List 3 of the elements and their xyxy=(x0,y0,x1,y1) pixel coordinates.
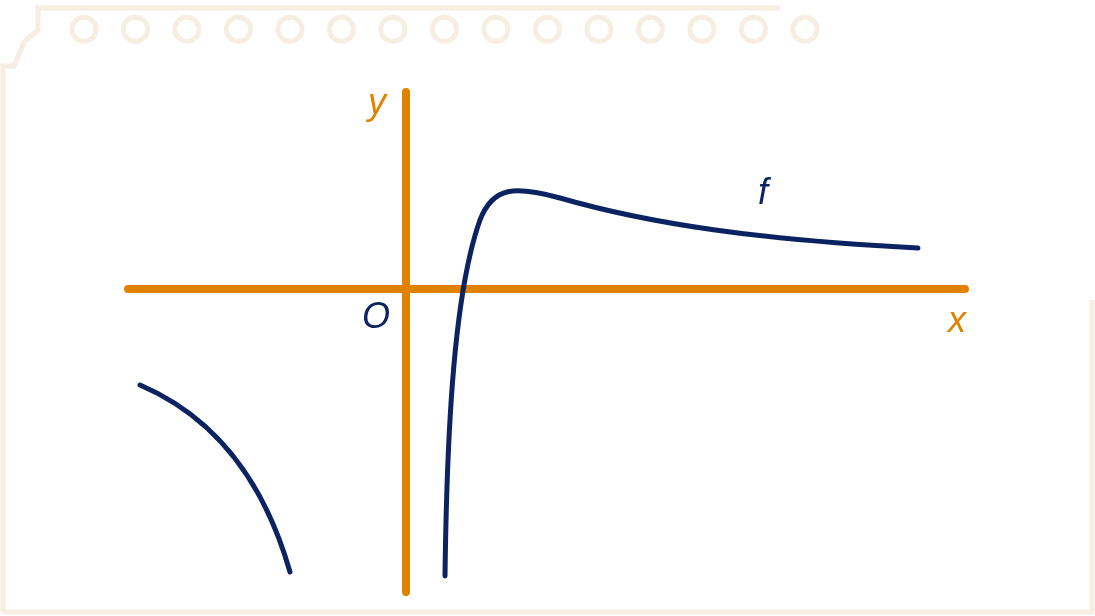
axis-label: y xyxy=(368,84,386,120)
axis-label: O xyxy=(362,298,390,334)
axis-label: x xyxy=(948,302,966,338)
